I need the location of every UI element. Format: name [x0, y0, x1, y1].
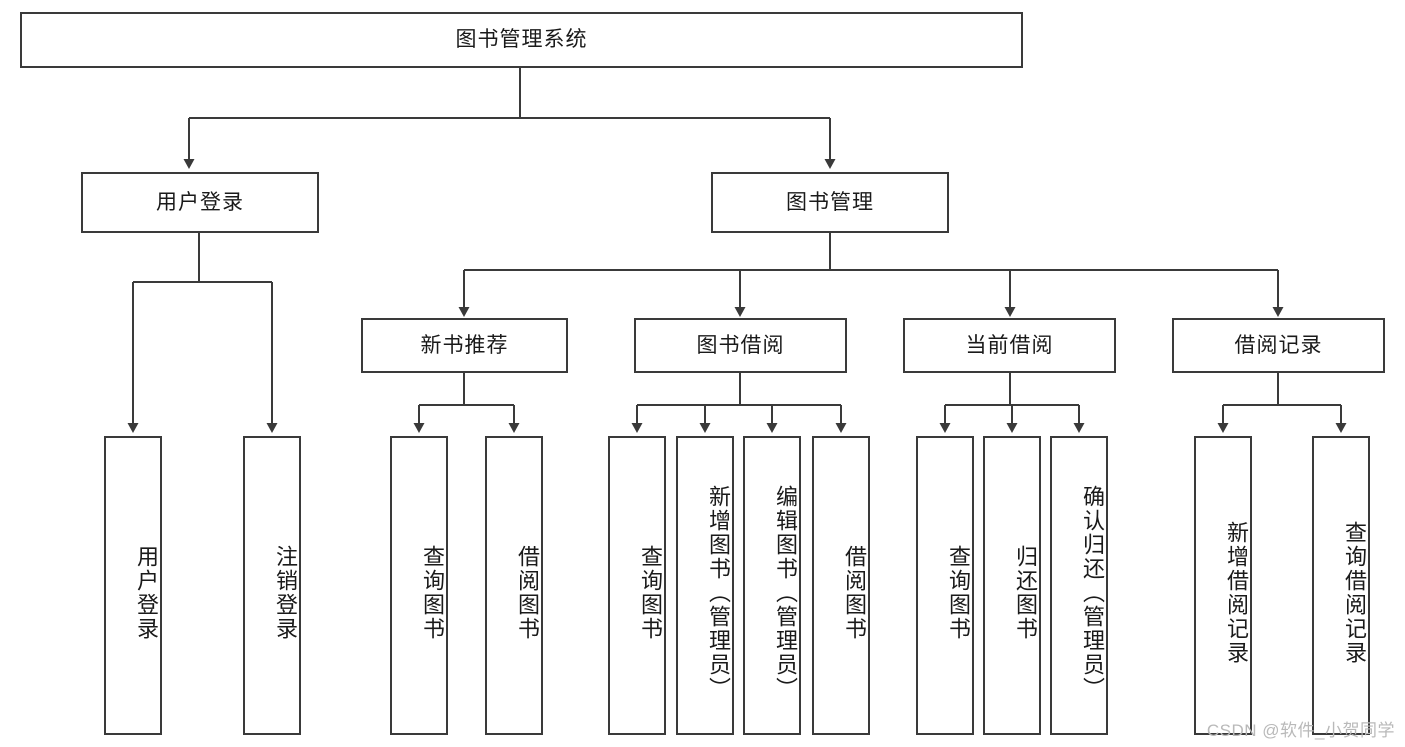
node-book-borrow-label: 图书借阅 — [696, 333, 785, 357]
leaf-borrow-book-2-label: 借阅图书 — [842, 544, 867, 641]
node-borrow-record-label: 借阅记录 — [1234, 333, 1323, 357]
node-root-label: 图书管理系统 — [455, 28, 588, 52]
leaf-query-book-3-label: 查询图书 — [946, 544, 971, 641]
leaf-add-book-admin-label: 新增图书（管理员） — [706, 484, 731, 701]
node-current-borrow-label: 当前借阅 — [965, 333, 1054, 357]
node-borrow-record[interactable]: 借阅记录 — [1172, 318, 1385, 373]
node-new-book-recommend-label: 新书推荐 — [420, 333, 509, 357]
leaf-logout-login-label: 注销登录 — [273, 544, 298, 641]
node-leaf-user-login[interactable]: 用户登录 — [104, 436, 162, 735]
leaf-return-book-label: 归还图书 — [1013, 544, 1038, 641]
node-leaf-confirm-return-admin[interactable]: 确认归还（管理员） — [1050, 436, 1108, 735]
node-leaf-logout-login[interactable]: 注销登录 — [243, 436, 301, 735]
leaf-query-book-1-label: 查询图书 — [420, 544, 445, 641]
node-book-manage[interactable]: 图书管理 — [711, 172, 949, 233]
node-leaf-add-borrow-record[interactable]: 新增借阅记录 — [1194, 436, 1252, 735]
node-leaf-return-book[interactable]: 归还图书 — [983, 436, 1041, 735]
node-leaf-borrow-book-1[interactable]: 借阅图书 — [485, 436, 543, 735]
node-user-login[interactable]: 用户登录 — [81, 172, 319, 233]
node-leaf-query-book-1[interactable]: 查询图书 — [390, 436, 448, 735]
leaf-borrow-book-1-label: 借阅图书 — [515, 544, 540, 641]
leaf-add-borrow-record-label: 新增借阅记录 — [1224, 520, 1249, 665]
leaf-query-borrow-record-label: 查询借阅记录 — [1342, 520, 1367, 665]
node-leaf-add-book-admin[interactable]: 新增图书（管理员） — [676, 436, 734, 735]
node-leaf-query-book-3[interactable]: 查询图书 — [916, 436, 974, 735]
node-root[interactable]: 图书管理系统 — [20, 12, 1023, 68]
leaf-user-login-label: 用户登录 — [134, 544, 159, 641]
leaf-query-book-2-label: 查询图书 — [638, 544, 663, 641]
node-user-login-label: 用户登录 — [156, 190, 244, 214]
node-current-borrow[interactable]: 当前借阅 — [903, 318, 1116, 373]
node-leaf-query-borrow-record[interactable]: 查询借阅记录 — [1312, 436, 1370, 735]
node-leaf-query-book-2[interactable]: 查询图书 — [608, 436, 666, 735]
node-new-book-recommend[interactable]: 新书推荐 — [361, 318, 568, 373]
leaf-edit-book-admin-label: 编辑图书（管理员） — [773, 484, 798, 701]
leaf-confirm-return-admin-label: 确认归还（管理员） — [1080, 484, 1105, 701]
node-book-manage-label: 图书管理 — [786, 190, 874, 214]
node-leaf-edit-book-admin[interactable]: 编辑图书（管理员） — [743, 436, 801, 735]
node-leaf-borrow-book-2[interactable]: 借阅图书 — [812, 436, 870, 735]
node-book-borrow[interactable]: 图书借阅 — [634, 318, 847, 373]
